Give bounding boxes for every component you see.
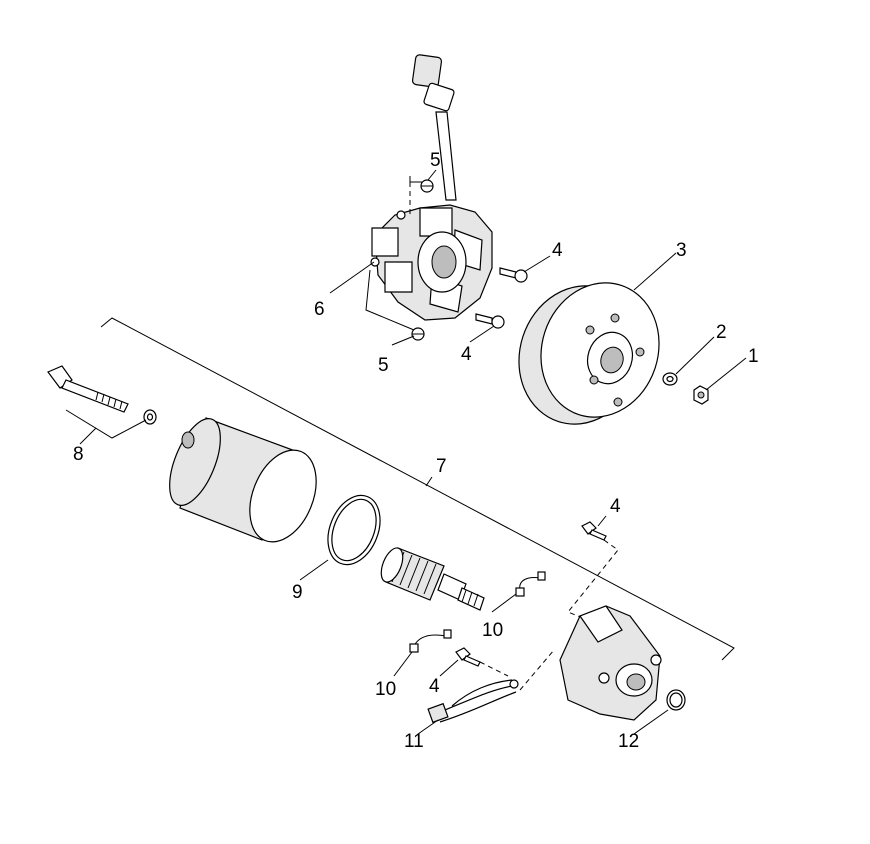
callout-6: 6 bbox=[314, 299, 325, 320]
flywheel-nut bbox=[693, 385, 709, 405]
starter-group-line bbox=[100, 317, 735, 661]
leader-lines bbox=[79, 169, 747, 735]
stator-bolt-lower bbox=[411, 327, 425, 341]
callout-4-stator-bottom: 4 bbox=[461, 344, 472, 365]
callout-4-end-cover: 4 bbox=[610, 496, 621, 517]
flywheel-washer bbox=[662, 372, 678, 386]
stator-assembly bbox=[370, 54, 493, 321]
starter-end-cover bbox=[559, 605, 662, 721]
brush-lower bbox=[409, 629, 452, 653]
starter-motor-housing bbox=[169, 417, 317, 543]
terminal-bolt bbox=[455, 647, 509, 677]
end-cover-bolt-upper bbox=[567, 521, 619, 625]
callout-12: 12 bbox=[618, 731, 639, 752]
callout-10-upper: 10 bbox=[482, 620, 503, 641]
stator-bolt-right bbox=[499, 267, 528, 283]
stator-bolt-upper bbox=[409, 179, 434, 214]
stator-bolt-bottom bbox=[475, 313, 505, 329]
callout-7: 7 bbox=[436, 456, 447, 477]
callout-11: 11 bbox=[404, 731, 424, 752]
callout-9: 9 bbox=[292, 582, 303, 603]
callout-5-lower: 5 bbox=[378, 355, 389, 376]
callout-5-upper: 5 bbox=[430, 150, 441, 171]
starter-mounting-bolt bbox=[47, 365, 157, 439]
callout-8: 8 bbox=[73, 444, 84, 465]
callout-4-terminal: 4 bbox=[429, 676, 440, 697]
callout-10-lower: 10 bbox=[375, 679, 396, 700]
callout-4-stator-right: 4 bbox=[552, 240, 563, 261]
callout-2: 2 bbox=[716, 322, 727, 343]
brush-holder bbox=[427, 649, 555, 724]
callout-1: 1 bbox=[748, 346, 759, 367]
callout-3: 3 bbox=[676, 240, 687, 261]
flywheel bbox=[518, 282, 660, 425]
o-ring-large bbox=[327, 494, 381, 566]
brush-upper bbox=[515, 571, 546, 597]
armature bbox=[380, 547, 485, 611]
o-ring-small bbox=[666, 689, 686, 711]
